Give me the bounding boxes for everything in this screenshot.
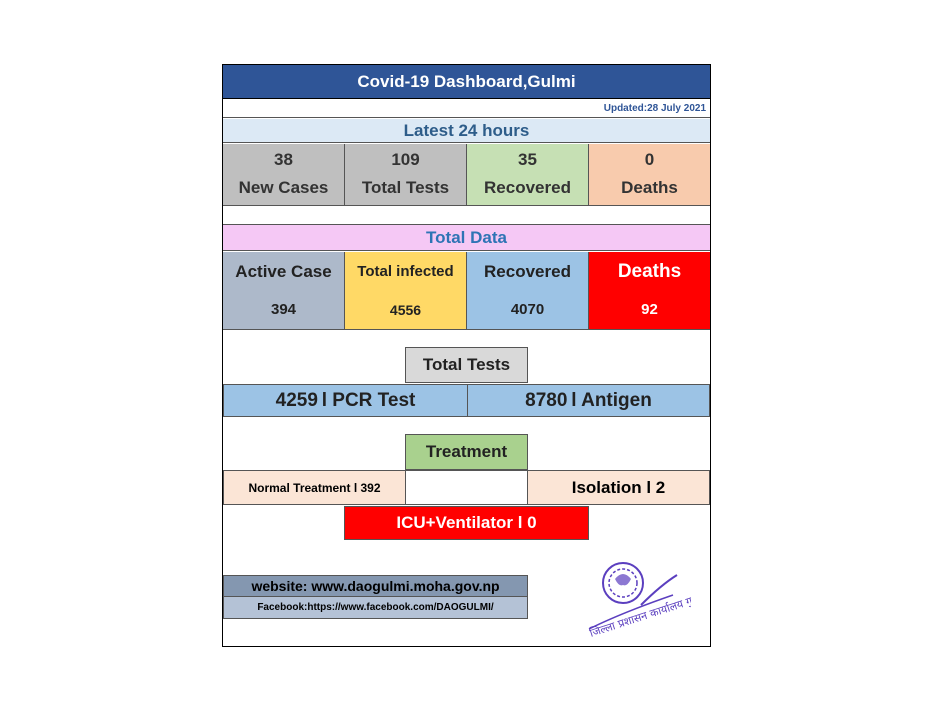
latest-24-hours-heading: Latest 24 hours: [223, 119, 710, 143]
icu-ventilator-count: ICU+Ventilator l 0: [344, 506, 589, 540]
total-tests-24h-value: 109: [391, 149, 420, 169]
deaths-total-card: Deaths 92: [589, 252, 710, 330]
antigen-test-count: 8780 l Antigen: [467, 384, 710, 417]
facebook-link[interactable]: Facebook:https://www.facebook.com/DAOGUL…: [223, 597, 528, 619]
normal-treatment-count: Normal Treatment l 392: [223, 470, 406, 505]
page-title: Covid-19 Dashboard,Gulmi: [223, 65, 710, 99]
district-office-seal: जिल्ला प्रशासन कार्यालय गुल्मी: [581, 555, 708, 645]
recovered-total-label: Recovered: [484, 261, 571, 281]
new-cases-value: 38: [274, 149, 293, 169]
total-infected-value: 4556: [389, 301, 422, 318]
new-cases-card: 38 New Cases: [223, 144, 345, 206]
website-link[interactable]: website: www.daogulmi.moha.gov.np: [223, 575, 528, 597]
recovered-total-value: 4070: [510, 301, 545, 318]
total-tests-heading: Total Tests: [405, 347, 528, 383]
deaths-24h-value: 0: [644, 149, 655, 169]
active-case-value: 394: [270, 301, 297, 318]
pcr-test-count: 4259 l PCR Test: [223, 384, 468, 417]
deaths-24h-card: 0 Deaths: [589, 144, 710, 206]
total-tests-24h-label: Total Tests: [361, 177, 450, 197]
dashboard-sheet: Covid-19 Dashboard,Gulmi Updated:28 July…: [222, 64, 711, 647]
recovered-24h-card: 35 Recovered: [467, 144, 589, 206]
deaths-total-value: 92: [641, 301, 658, 318]
deaths-24h-label: Deaths: [621, 177, 678, 197]
new-cases-label: New Cases: [238, 177, 329, 197]
isolation-count: Isolation l 2: [527, 470, 710, 505]
svg-text:जिल्ला प्रशासन कार्यालय गुल्मी: जिल्ला प्रशासन कार्यालय गुल्मी: [588, 590, 691, 640]
recovered-total-card: Recovered 4070: [467, 252, 589, 330]
recovered-24h-value: 35: [518, 149, 537, 169]
total-data-heading: Total Data: [223, 225, 710, 251]
recovered-24h-label: Recovered: [484, 177, 571, 197]
deaths-total-label: Deaths: [617, 260, 682, 282]
spacer-row: [223, 207, 710, 225]
total-infected-card: Total infected 4556: [345, 252, 467, 330]
total-infected-label: Total infected: [357, 263, 454, 280]
seal-stamp-icon: जिल्ला प्रशासन कार्यालय गुल्मी: [588, 562, 708, 640]
active-case-label: Active Case: [235, 261, 332, 281]
treatment-empty-cell: [405, 470, 528, 505]
total-tests-24h-card: 109 Total Tests: [345, 144, 467, 206]
active-case-card: Active Case 394: [223, 252, 345, 330]
updated-date: Updated:28 July 2021: [223, 99, 710, 118]
treatment-heading: Treatment: [405, 434, 528, 470]
